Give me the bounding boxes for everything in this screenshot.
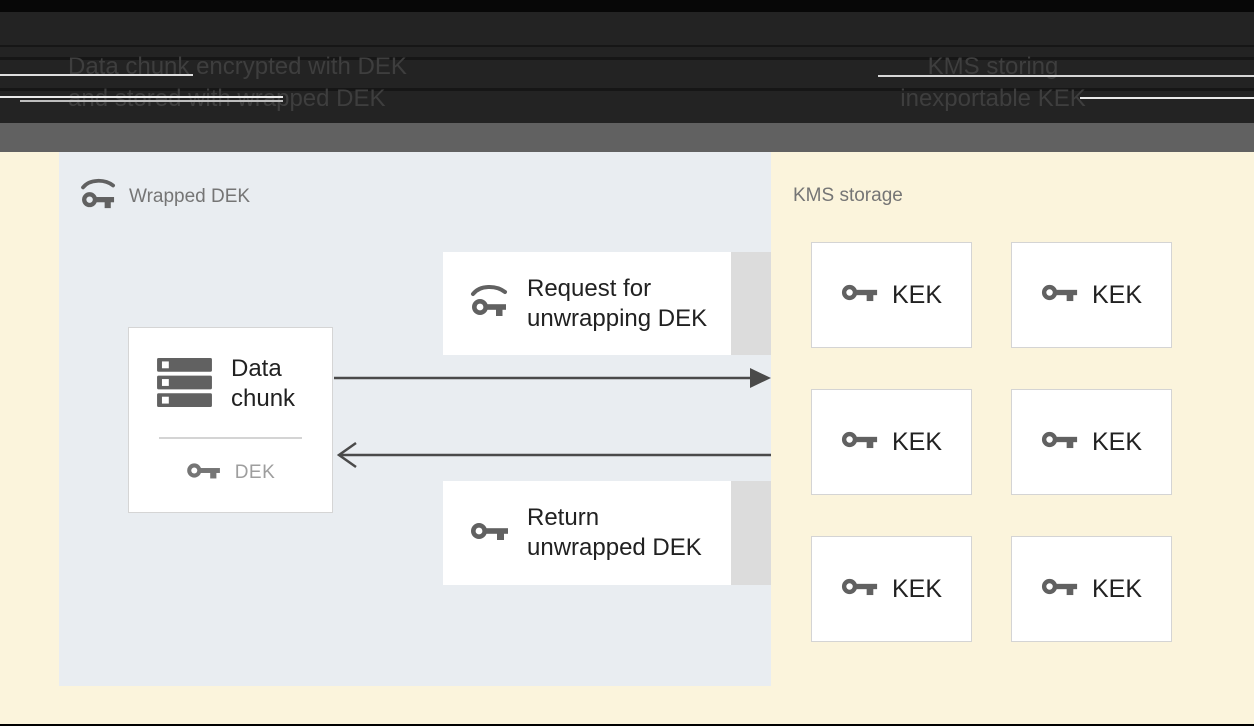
kek-card: KEK <box>811 242 972 348</box>
bottom-border <box>0 724 1254 726</box>
scanline-artifact <box>0 96 283 98</box>
data-chunk-title: Data chunk <box>231 354 295 414</box>
kek-card: KEK <box>1011 536 1172 642</box>
card-divider <box>159 437 302 439</box>
kek-label: KEK <box>891 280 943 309</box>
wrapped-dek-zone-label-text: Wrapped DEK <box>129 186 251 207</box>
return-unwrapped-text: Return unwrapped DEK <box>527 503 702 563</box>
kek-label: KEK <box>1091 574 1143 603</box>
key-icon <box>470 518 510 549</box>
wrapped-dek-zone-label: Wrapped DEK <box>80 178 250 216</box>
return-card-edge-strip <box>731 481 771 585</box>
header-top-strip <box>0 0 1254 12</box>
header-caption-left: Data chunk encrypted with DEK and stored… <box>68 51 407 115</box>
request-unwrap-card: Request for unwrapping DEK <box>443 252 731 355</box>
header-band: Data chunk encrypted with DEK and stored… <box>0 0 1254 123</box>
key-icon <box>841 574 879 604</box>
kms-storage-zone-label: KMS storage <box>793 185 903 207</box>
request-unwrap-text: Request for unwrapping DEK <box>527 274 707 334</box>
kek-label: KEK <box>891 427 943 456</box>
kms-storage-zone-label-text: KMS storage <box>793 185 903 206</box>
header-caption-right-line1: KMS storing <box>927 53 1059 80</box>
scanline-artifact <box>0 45 1254 47</box>
scanline-artifact <box>0 88 1254 91</box>
key-icon <box>1041 427 1079 457</box>
dek-row: DEK <box>129 459 332 487</box>
wrapped-key-icon <box>470 284 510 323</box>
data-chunk-title-line1: Data <box>231 355 282 382</box>
storage-icon <box>157 358 212 412</box>
key-icon <box>186 459 222 487</box>
scanline-artifact <box>0 57 1254 60</box>
kek-grid: KEK KEK KEK <box>811 242 1172 642</box>
kek-card: KEK <box>811 536 972 642</box>
header-caption-left-line1: Data chunk encrypted with DEK <box>68 53 407 80</box>
wrapped-key-icon <box>80 178 118 216</box>
header-caption-right-line2: inexportable KEK <box>900 85 1086 112</box>
request-unwrap-line2: unwrapping DEK <box>527 304 708 332</box>
key-icon <box>1041 574 1079 604</box>
data-chunk-card: Data chunk DEK <box>128 327 333 513</box>
kek-label: KEK <box>1091 280 1143 309</box>
scanline-artifact <box>878 75 1254 77</box>
gray-separator-band <box>0 123 1254 152</box>
scanline-artifact <box>0 74 193 76</box>
request-card-edge-strip <box>731 252 771 355</box>
kek-card: KEK <box>811 389 972 495</box>
return-unwrapped-line1: Return <box>527 504 600 531</box>
dek-label: DEK <box>234 462 276 483</box>
scanline-artifact <box>1080 97 1254 99</box>
key-icon <box>841 280 879 310</box>
request-unwrap-line1: Request for <box>527 274 652 302</box>
header-caption-right: KMS storing inexportable KEK <box>878 51 1108 115</box>
header-caption-left-line2: and stored with wrapped DEK <box>68 85 386 112</box>
key-icon <box>841 427 879 457</box>
kek-card: KEK <box>1011 242 1172 348</box>
key-icon <box>1041 280 1079 310</box>
kek-label: KEK <box>1091 427 1143 456</box>
kek-card: KEK <box>1011 389 1172 495</box>
data-chunk-title-line2: chunk <box>231 385 296 412</box>
scanline-artifact <box>20 100 283 102</box>
return-unwrapped-line2: unwrapped DEK <box>527 534 702 561</box>
return-unwrapped-card: Return unwrapped DEK <box>443 481 731 585</box>
kek-label: KEK <box>891 574 943 603</box>
